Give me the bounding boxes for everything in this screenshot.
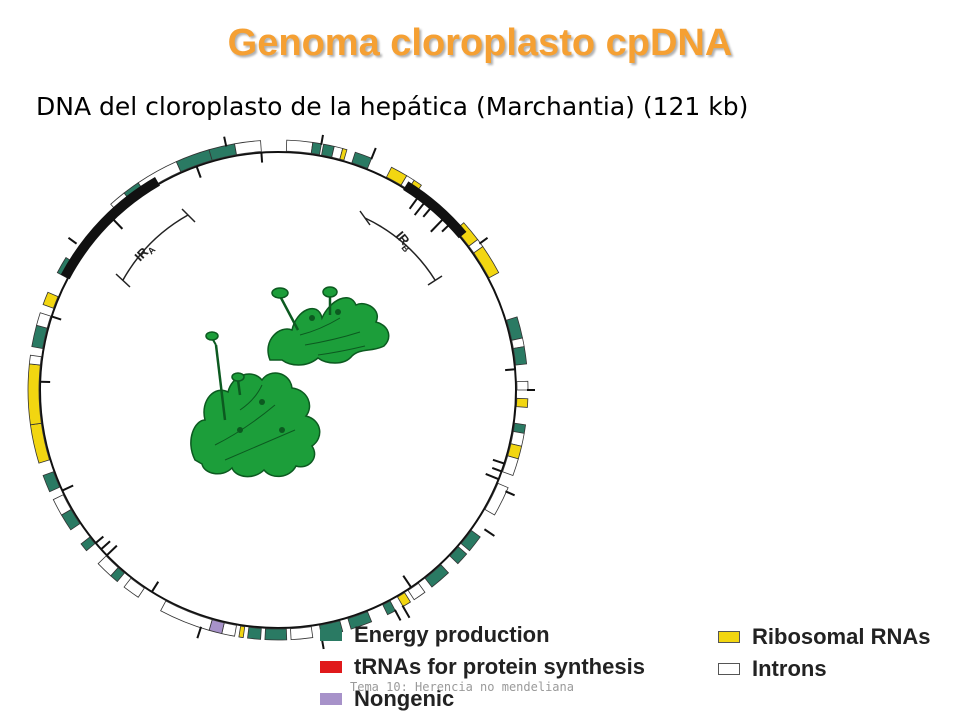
gene-block-introns — [123, 577, 145, 598]
gene-block-energy-production — [351, 151, 373, 169]
gene-block-energy-production — [42, 471, 61, 493]
swatch-energy-production — [320, 629, 342, 641]
gene-tick-mark — [320, 134, 324, 145]
gene-block-ribosomal-rnas — [339, 148, 348, 161]
ir-b-marker: IRB — [359, 210, 443, 286]
legend-label-nongenic: Nongenic — [354, 686, 455, 711]
gene-block-introns — [516, 380, 529, 391]
sporophyte-stalks-lower — [205, 331, 245, 421]
slide-footer: Tema 10: Herencia no mendeliana — [350, 680, 574, 694]
gene-block-introns — [290, 626, 314, 641]
gene-block-energy-production — [449, 546, 468, 565]
legend-label-ribosomal-rnas: Ribosomal RNAs — [752, 624, 931, 649]
gene-tick-mark — [106, 544, 118, 557]
gene-tick-mark — [195, 166, 202, 178]
gene-block-introns — [28, 354, 42, 366]
gene-block-ribosomal-rnas — [473, 246, 500, 279]
gene-block-introns — [407, 582, 426, 601]
gene-block-ribosomal-rnas — [396, 592, 412, 608]
gene-tick-mark — [370, 147, 377, 160]
gene-block-ribosomal-rnas — [27, 363, 42, 426]
gene-tick-mark — [492, 458, 505, 465]
legend-label-trnas: tRNAs for protein synthesis — [354, 654, 645, 679]
gene-block-introns — [160, 600, 213, 631]
gene-tick-mark — [51, 315, 62, 321]
swatch-ribosomal-rnas — [718, 631, 740, 643]
legend-trnas: tRNAs for protein synthesis — [320, 654, 645, 680]
gene-block-energy-production — [264, 628, 288, 641]
inverted-repeat-segment — [403, 181, 467, 239]
gene-block-introns — [502, 455, 519, 477]
gene-block-energy-production — [460, 529, 481, 552]
gene-tick-mark — [408, 196, 419, 210]
swatch-trnas — [320, 661, 342, 673]
gene-tick-mark — [413, 201, 426, 216]
gene-block-introns — [285, 139, 314, 154]
inverted-repeat-segment — [60, 176, 160, 280]
gene-block-energy-production — [80, 536, 96, 552]
legend-ribosomal-rnas: Ribosomal RNAs — [718, 624, 930, 650]
genome-ring — [27, 134, 535, 650]
gene-block-introns — [52, 494, 72, 516]
genome-backbone-circle — [39, 151, 517, 629]
gene-tick-mark — [505, 490, 516, 497]
gene-tick-mark — [223, 136, 228, 147]
inverted-repeat-markers: IRA IRB — [115, 208, 443, 288]
gene-block-ribosomal-rnas — [515, 397, 529, 408]
gene-block-energy-production — [382, 600, 396, 616]
slide-title: Genoma cloroplasto cpDNA — [227, 22, 733, 64]
gene-tick-mark — [100, 540, 111, 550]
legend-energy-production: Energy production — [320, 622, 550, 648]
svg-text:IRB: IRB — [391, 228, 417, 254]
gene-block-ribosomal-rnas — [42, 291, 59, 309]
gene-tick-mark — [422, 207, 432, 218]
gene-block-introns — [36, 312, 52, 329]
gene-block-introns — [234, 140, 262, 156]
gene-tick-mark — [196, 626, 203, 639]
svg-text:IRA: IRA — [132, 239, 158, 265]
gene-block-energy-production — [512, 346, 528, 366]
gene-tick-mark — [430, 218, 445, 233]
legend-label-introns: Introns — [752, 656, 827, 681]
gene-block-energy-production — [347, 611, 373, 630]
gene-tick-mark — [67, 236, 78, 245]
gene-tick-mark — [95, 535, 104, 544]
gene-tick-mark — [441, 223, 450, 233]
gene-block-introns — [97, 555, 119, 577]
gene-tick-mark — [401, 605, 411, 619]
gene-tick-mark — [260, 152, 264, 163]
swatch-nongenic — [320, 693, 342, 705]
gene-block-ribosomal-rnas — [238, 625, 246, 639]
gene-tick-mark — [402, 575, 412, 588]
thallus-lower — [190, 372, 321, 478]
sporophyte-stalks-upper — [271, 286, 338, 331]
slide-subtitle: DNA del cloroplasto de la hepática (Marc… — [36, 92, 749, 121]
legend-introns: Introns — [718, 656, 827, 682]
gene-block-introns — [484, 482, 509, 516]
gene-tick-mark — [151, 581, 160, 593]
legend-nongenic: Nongenic — [320, 686, 454, 712]
gene-tick-mark — [483, 528, 495, 537]
gene-tick-mark — [111, 218, 124, 230]
gene-tick-mark — [394, 609, 402, 621]
ir-a-marker: IRA — [115, 208, 196, 288]
gene-block-energy-production — [247, 626, 262, 640]
legend-label-energy-production: Energy production — [354, 622, 550, 647]
gene-block-energy-production — [208, 143, 237, 161]
gene-block-energy-production — [310, 141, 322, 156]
thallus-upper — [267, 297, 390, 366]
gene-tick-mark — [491, 467, 502, 473]
swatch-introns — [718, 663, 740, 675]
marchantia-plant-illustration — [190, 286, 390, 478]
gene-tick-mark — [485, 472, 500, 481]
gene-tick-mark — [478, 236, 489, 245]
gene-tick-mark — [61, 484, 74, 492]
gene-block-energy-production — [175, 149, 213, 173]
ir-b-subscript: B — [400, 243, 412, 255]
gene-tick-mark — [505, 368, 516, 372]
gene-block-energy-production — [424, 564, 450, 588]
